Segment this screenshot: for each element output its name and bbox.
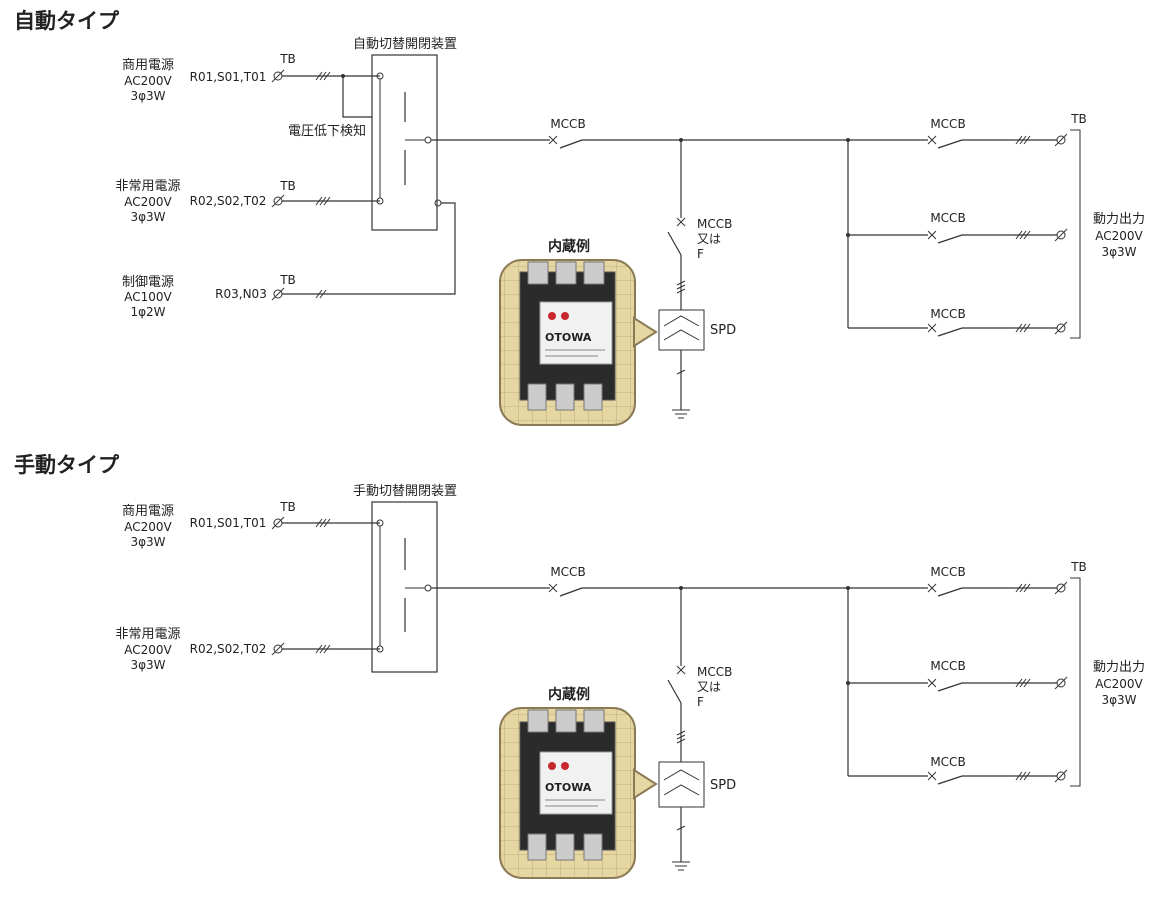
- spd-box: [658, 761, 705, 808]
- mccb-breaker: [548, 583, 583, 597]
- mccb-label: MCCB: [930, 117, 965, 131]
- branch-f-label: F: [697, 247, 704, 261]
- branch-or-label: 又は: [697, 680, 721, 694]
- control-wire: [282, 202, 456, 295]
- mccb-breaker: [548, 135, 583, 149]
- output-phase: 3φ3W: [1101, 693, 1136, 707]
- source-phase: 3φ3W: [130, 658, 165, 672]
- output-bracket: [1070, 129, 1081, 339]
- mccb-label: MCCB: [930, 307, 965, 321]
- output-branch: MCCB: [848, 659, 1068, 692]
- switch-output-contact: [424, 136, 432, 144]
- branch-mccb-label: MCCB: [697, 665, 732, 679]
- three-wire-mark: [315, 196, 331, 206]
- mccb-label: MCCB: [930, 211, 965, 225]
- three-wire-mark: [676, 730, 686, 744]
- output-spec: AC200V: [1095, 677, 1143, 691]
- output-branch: MCCB: [927, 565, 1068, 597]
- source-name: 非常用電源: [115, 627, 180, 642]
- detect-label: 電圧低下検知: [288, 123, 366, 139]
- source-terminals: R03,N03: [215, 287, 267, 301]
- source-terminals: R01,S01,T01: [190, 70, 267, 84]
- source-spec: AC200V: [124, 520, 172, 534]
- output-branch: MCCB: [927, 117, 1068, 149]
- switch-label: 手動切替開閉装置: [353, 484, 457, 499]
- source-terminals: R01,S01,T01: [190, 516, 267, 530]
- output-name: 動力出力: [1093, 212, 1145, 227]
- branch-breaker: [667, 217, 686, 256]
- section-title: 自動タイプ: [14, 9, 120, 33]
- source-terminals: R02,S02,T02: [190, 194, 267, 208]
- product-photo: OTOWA: [499, 259, 658, 426]
- source-spec: AC100V: [124, 290, 172, 304]
- source-phase: 3φ3W: [130, 535, 165, 549]
- section-manual: 手動タイプ 手動切替開閉装置 商用電源 AC200V 3φ3W R01,S01,…: [14, 453, 1145, 879]
- source-name: 非常用電源: [115, 179, 180, 194]
- mccb-label: MCCB: [550, 565, 585, 579]
- output-branch: MCCB: [848, 755, 1068, 785]
- output-name: 動力出力: [1093, 660, 1145, 675]
- branch-breaker: [667, 665, 686, 704]
- output-spec: AC200V: [1095, 229, 1143, 243]
- product-brand: OTOWA: [545, 781, 592, 794]
- source-phase: 1φ2W: [130, 305, 165, 319]
- switch-output-contact: [424, 584, 432, 592]
- source-terminals: R02,S02,T02: [190, 642, 267, 656]
- branch-or-label: 又は: [697, 232, 721, 246]
- branch-f-label: F: [697, 695, 704, 709]
- output-branch: MCCB: [848, 307, 1068, 337]
- mccb-label: MCCB: [930, 659, 965, 673]
- source-name: 制御電源: [122, 275, 174, 290]
- branch-mccb-label: MCCB: [697, 217, 732, 231]
- source-spec: AC200V: [124, 643, 172, 657]
- section-auto: 自動タイプ 自動切替開閉装置 商用電源 AC200V 3φ3W R01,S01,…: [14, 9, 1145, 426]
- mccb-label: MCCB: [550, 117, 585, 131]
- source-phase: 3φ3W: [130, 210, 165, 224]
- tb-label: TB: [279, 500, 296, 514]
- three-wire-mark: [315, 71, 331, 81]
- spd-symbol: [663, 315, 700, 327]
- section-title: 手動タイプ: [14, 453, 120, 477]
- tb-label: TB: [279, 179, 296, 193]
- output-phase: 3φ3W: [1101, 245, 1136, 259]
- output-branch: MCCB: [848, 211, 1068, 244]
- spd-symbol: [663, 329, 700, 341]
- three-wire-mark: [315, 644, 331, 654]
- product-brand: OTOWA: [545, 331, 592, 344]
- wire-mark: [676, 369, 686, 375]
- source-name: 商用電源: [122, 58, 174, 73]
- builtin-label: 内蔵例: [548, 238, 590, 255]
- three-wire-mark: [315, 518, 331, 528]
- tb-label: TB: [1070, 112, 1087, 126]
- three-wire-mark: [676, 280, 686, 294]
- tb-label: TB: [279, 273, 296, 287]
- tb-label: TB: [1070, 560, 1087, 574]
- switch-box: [371, 54, 438, 231]
- source-name: 商用電源: [122, 504, 174, 519]
- wire-mark: [676, 825, 686, 831]
- source-phase: 3φ3W: [130, 89, 165, 103]
- tb-label: TB: [279, 52, 296, 66]
- mccb-label: MCCB: [930, 565, 965, 579]
- product-photo: OTOWA: [499, 707, 658, 879]
- source-spec: AC200V: [124, 74, 172, 88]
- control-contact: [434, 199, 442, 207]
- output-bracket: [1070, 577, 1081, 787]
- spd-symbol: [663, 769, 700, 781]
- switch-label: 自動切替開閉装置: [353, 37, 457, 52]
- spd-label: SPD: [710, 778, 736, 793]
- spd-label: SPD: [710, 323, 736, 338]
- mccb-label: MCCB: [930, 755, 965, 769]
- builtin-label: 内蔵例: [548, 686, 590, 703]
- two-wire-mark: [315, 289, 327, 299]
- ground-icon: [672, 861, 690, 871]
- ground-icon: [672, 409, 690, 419]
- detect-wire: [342, 76, 372, 118]
- source-spec: AC200V: [124, 195, 172, 209]
- switch-box: [371, 501, 438, 673]
- spd-symbol: [663, 784, 700, 796]
